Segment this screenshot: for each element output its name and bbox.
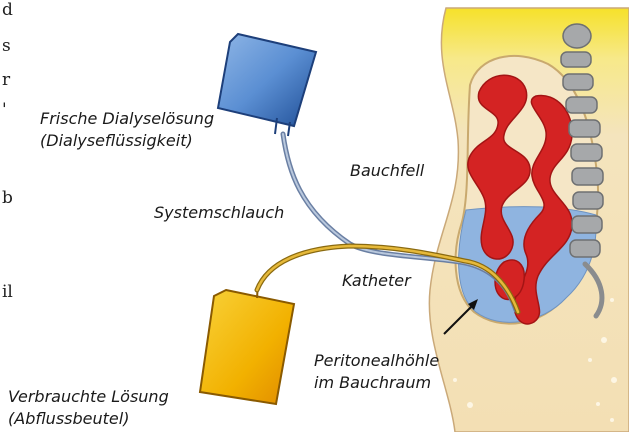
cavity-label-line1: Peritonealhöhle [314,350,439,372]
peritoneal-cavity-label: Peritonealhöhle im Bauchraum [314,350,439,394]
fresh-dialysate-bag [218,34,316,136]
fresh-dialysate-label-line1: Frische Dialyselösung [40,108,214,130]
clipped-text-fragment: b [2,188,13,208]
fresh-dialysate-label: Frische Dialyselösung (Dialyseflüssigkei… [40,108,214,152]
catheter-label: Katheter [342,270,411,292]
used-solution-label: Verbrauchte Lösung (Abflussbeutel) [8,386,169,430]
used-solution-label-line2: (Abflussbeutel) [8,408,169,430]
clipped-text-fragment: s [2,36,11,56]
system-tube-label: Systemschlauch [154,202,284,224]
cavity-label-line2: im Bauchraum [314,372,439,394]
peritoneum-label: Bauchfell [350,160,424,182]
used-solution-label-line1: Verbrauchte Lösung [8,386,169,408]
clipped-text-fragment: d [2,0,13,20]
body-cross-section [429,8,629,432]
clipped-text-fragment: r [2,70,10,90]
drainage-bag [200,284,294,404]
clipped-text-fragment: ' [2,100,7,120]
fresh-dialysate-label-line2: (Dialyseflüssigkeit) [40,130,214,152]
clipped-text-fragment: il [2,282,13,302]
